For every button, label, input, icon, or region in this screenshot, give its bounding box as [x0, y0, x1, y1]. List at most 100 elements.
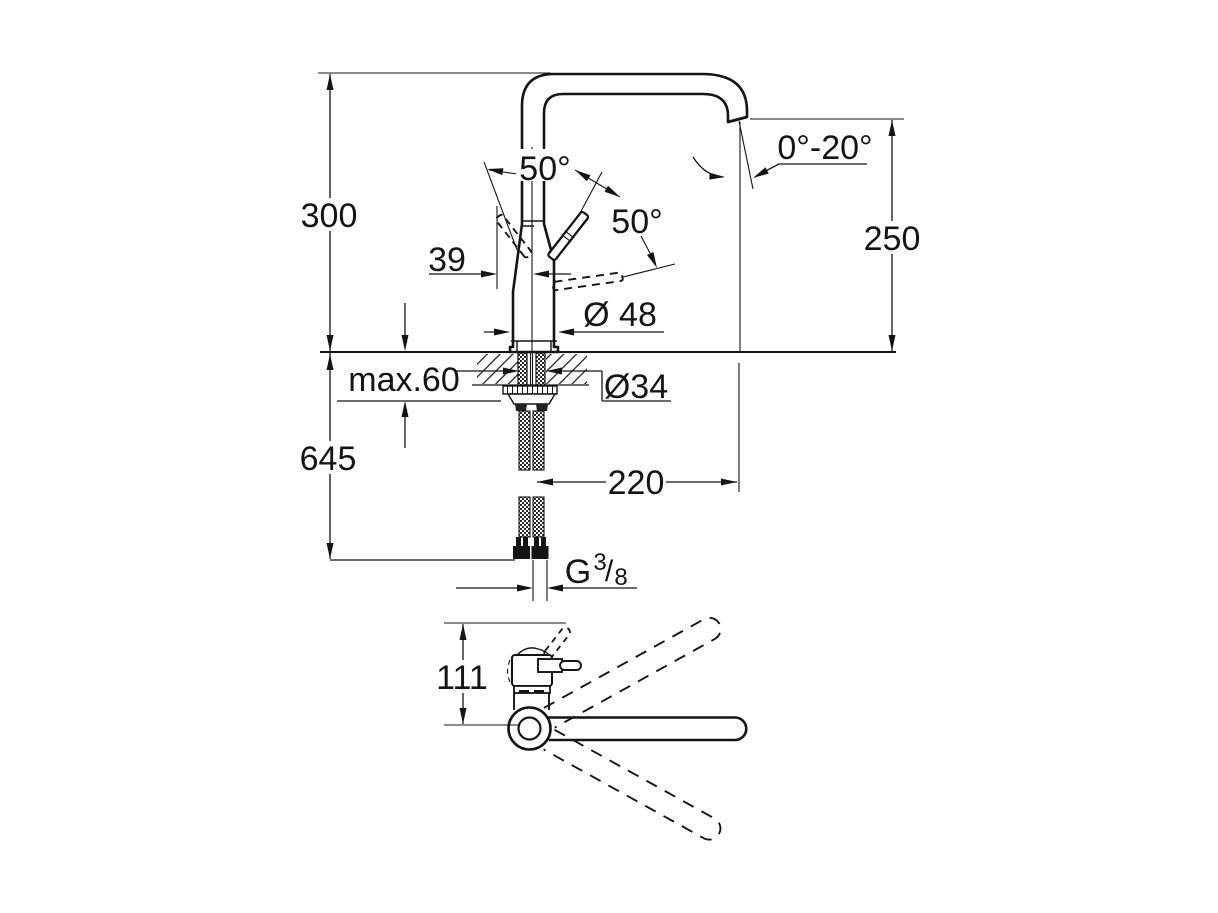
arrowhead-up [326, 74, 334, 90]
hose-nipple-left [515, 404, 527, 411]
top-depth-label: 111 [436, 659, 488, 697]
arrowhead-left [537, 478, 553, 486]
spout-reach-label: 220 [608, 464, 665, 502]
faucet-body [508, 72, 749, 354]
top-swivel-ring-outer [507, 706, 552, 751]
lever-offset-label: 39 [428, 241, 466, 279]
fitting-nub [534, 537, 539, 546]
dim-spout-reach: 220 [537, 464, 737, 502]
arrowhead-right [721, 478, 737, 486]
arrowhead-up [326, 354, 334, 370]
top-view: 111 [434, 616, 748, 841]
top-hidden-edge [506, 659, 511, 683]
spout-tilt-annotation: 0°-20° [692, 120, 873, 492]
angle-right-arrowhead [647, 252, 657, 268]
label-bg [297, 441, 359, 474]
tilt-arc [692, 156, 724, 178]
front-view: 50° 50° 0°-20° 300 [297, 72, 922, 601]
shank-thread-right [535, 352, 546, 386]
dim-shank-diameter: Ø34 [456, 367, 671, 406]
arrowhead-down [326, 335, 334, 351]
spout-extension-line [738, 122, 741, 492]
hose-upper-right [532, 410, 545, 471]
arrowhead-right [481, 270, 497, 278]
counter-hatch-right [546, 354, 587, 384]
arrowhead-left [547, 584, 563, 592]
arrowhead-up [401, 401, 409, 417]
arrowhead-right [503, 367, 519, 375]
lever-angle-right-label: 50° [611, 203, 662, 241]
angle-cross-arrowhead-up [575, 170, 591, 182]
arrowhead-up [888, 120, 896, 136]
angle-left-arrowhead [487, 168, 504, 176]
arrowhead-left [533, 270, 549, 278]
label-bg [434, 660, 491, 693]
angle-cross-arrowhead-down [604, 185, 620, 197]
mounting-washer [502, 385, 558, 395]
arrowhead-right [517, 584, 533, 592]
lever-tick [561, 234, 572, 243]
lever-positions [483, 161, 676, 292]
hose-fitting-right [531, 546, 549, 559]
lever-axis-left [483, 161, 518, 251]
lever-rest-dashed [551, 271, 624, 292]
hose-nipple-right [536, 404, 548, 411]
arrowhead-up [459, 624, 467, 640]
lever-axis-rest [622, 263, 676, 278]
top-lever-raised-dashed [543, 626, 571, 659]
dim-lever-offset: 39 [428, 206, 571, 289]
top-spout-solid [548, 716, 748, 742]
fitting-nub [541, 537, 546, 546]
label-bg [862, 221, 922, 254]
dim-overall-height: 300 [299, 72, 551, 351]
shank-diameter-label: Ø34 [604, 368, 668, 406]
tilt-arc-arrowhead [709, 172, 725, 180]
overall-height-label: 300 [301, 197, 358, 235]
counter-thickness-label: max.60 [348, 361, 460, 399]
thread-ext-lines [532, 560, 548, 601]
lever-axis-right [578, 171, 603, 216]
hose-lower-right [532, 496, 545, 538]
arrowhead-left [546, 367, 562, 375]
angle-right-leader [640, 235, 652, 256]
dim-top-depth: 111 [434, 622, 566, 726]
label-bg [299, 198, 359, 231]
spout-tilt-line [738, 120, 754, 190]
shank-and-hoses [502, 352, 558, 559]
lever-tick [564, 230, 575, 239]
neck-joint-line [522, 220, 544, 227]
top-collar [513, 685, 551, 694]
thread-denominator-label: 8 [614, 564, 627, 591]
top-lever-rod [559, 660, 582, 671]
top-lever-block [537, 658, 563, 673]
thread-numerator-label: 3 [593, 549, 606, 576]
dim-counter-thickness: max.60 [337, 303, 501, 448]
arrowhead-left [558, 328, 574, 336]
mounting-nut [506, 393, 557, 405]
fitting-nub [516, 537, 521, 546]
base-joint-line [511, 340, 557, 351]
dim-and-leader [456, 370, 671, 402]
thread-slash: / [605, 555, 614, 588]
thread-g-label: G [565, 553, 591, 591]
tilt-leader-arrowhead [753, 167, 769, 178]
hose-upper-left [518, 410, 531, 471]
top-spout-swivel-up-dashed [543, 616, 722, 729]
label-bg [606, 465, 666, 498]
lever-raised-right [547, 210, 590, 261]
top-swivel-ring-inner [517, 716, 542, 741]
spout-tilt-label: 0°-20° [777, 129, 872, 167]
shank-center-lines [529, 353, 534, 385]
top-neck-sides [513, 693, 550, 710]
arrowhead-down [326, 543, 334, 559]
top-spout-swivel-down-dashed [543, 728, 722, 841]
dim-body-diameter: Ø 48 [484, 296, 664, 336]
lever-angle-left-label: 50° [519, 150, 570, 188]
hose-length-label: 645 [300, 440, 357, 478]
lever-raised-left-dashed [495, 213, 533, 259]
fitting-nub [523, 537, 528, 546]
arrowhead-down [459, 708, 467, 724]
dim-thread: G 3 / 8 [456, 549, 637, 601]
arrowhead-down [888, 335, 896, 351]
